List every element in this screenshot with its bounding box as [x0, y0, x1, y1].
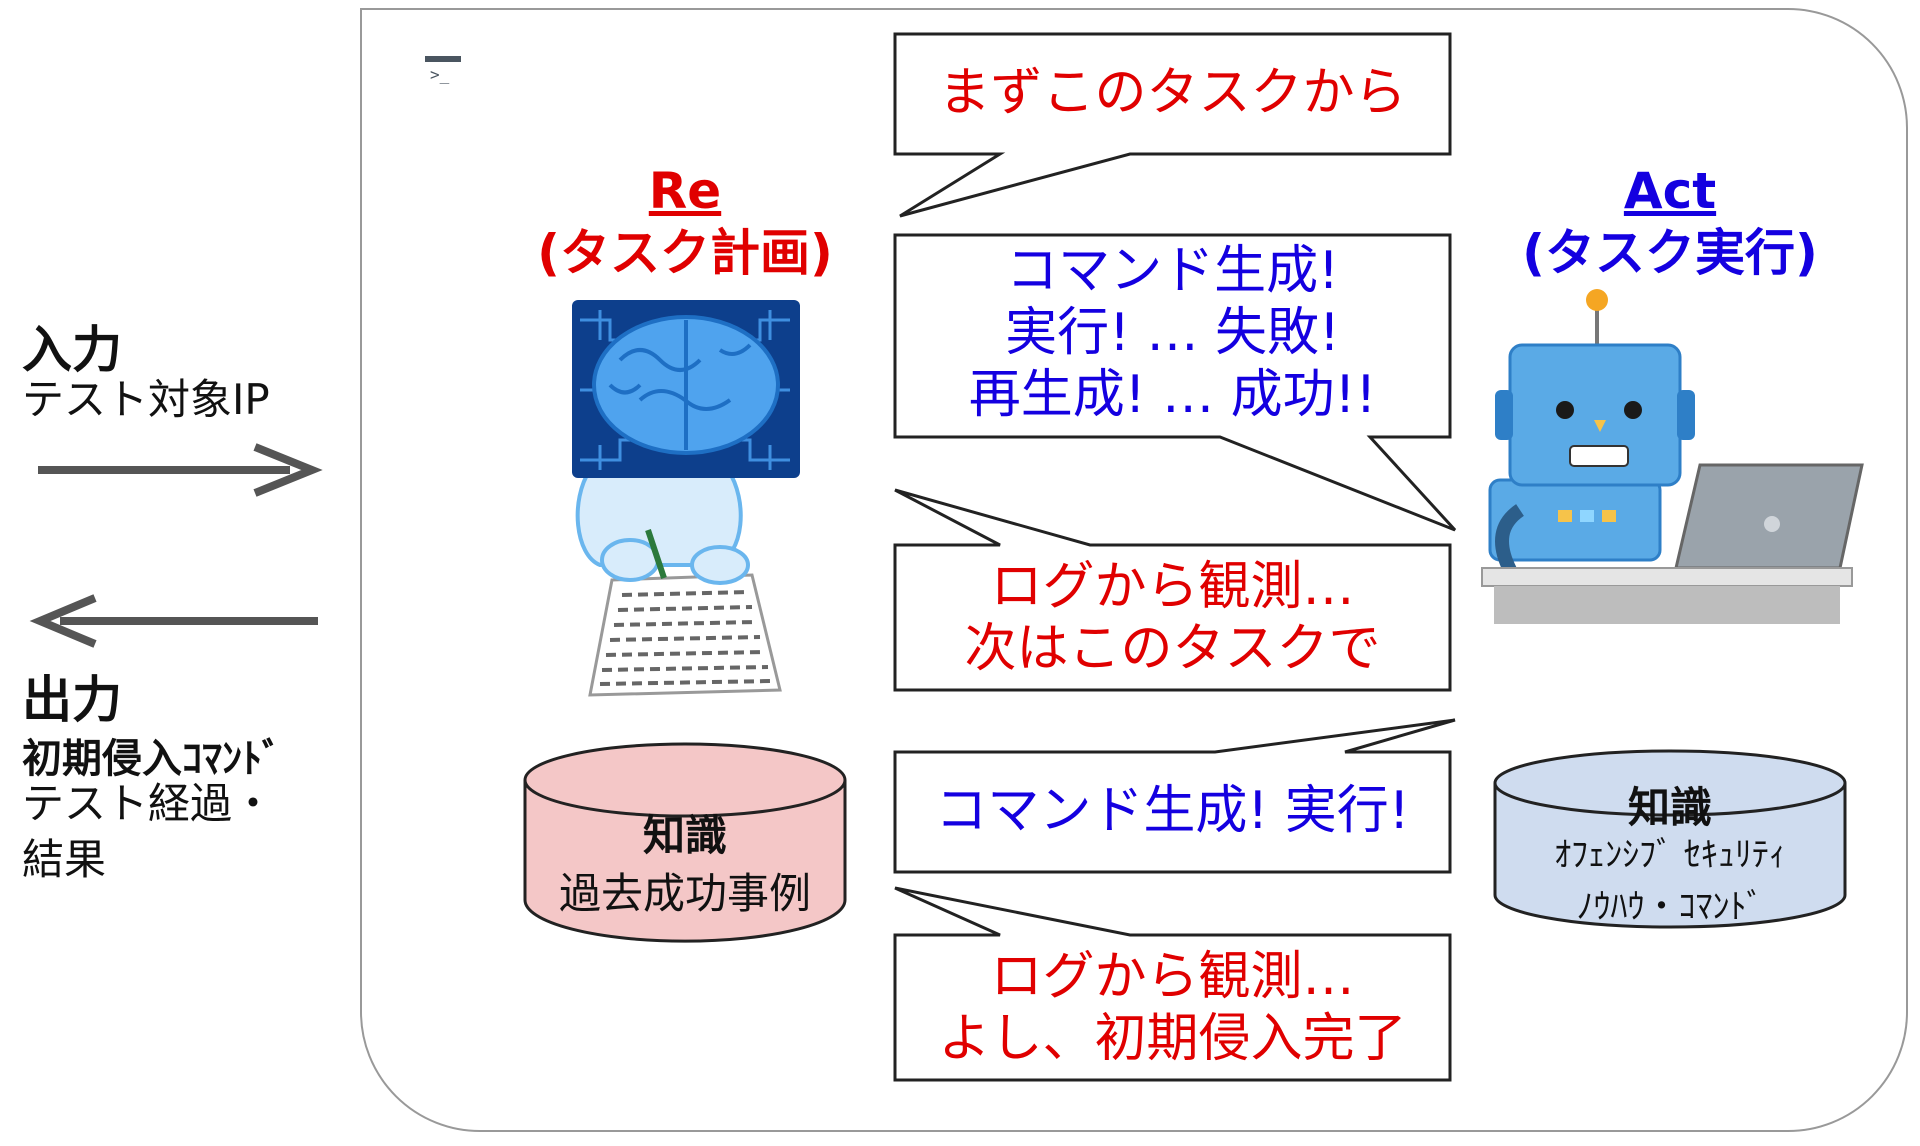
- bubble-5-line-2: よし、初期侵入完了: [938, 1009, 1407, 1069]
- bubble-5-line-1: ログから観測…: [990, 947, 1355, 1007]
- re-title: Re (タスク計画): [500, 160, 870, 284]
- output-arrow: [29, 594, 318, 648]
- brain-writing-icon: [572, 300, 800, 697]
- act-title: Act (タスク実行): [1480, 160, 1860, 284]
- input-arrow: [38, 443, 323, 497]
- re-role: (タスク計画): [537, 224, 833, 282]
- bubble-2-line-3: 再生成! … 成功!!: [968, 365, 1377, 425]
- knowledge-re-title: 知識: [642, 811, 727, 860]
- bubble-1-text: まずこのタスクから: [895, 62, 1450, 124]
- logo-text: RapidPen: [400, 98, 486, 117]
- robot-laptop-icon: [1481, 289, 1864, 624]
- knowledge-act-line-1: ｵﾌｪﾝｼﾌﾞ ｾｷｭﾘﾃｨ: [1554, 835, 1786, 875]
- act-role: (タスク実行): [1522, 224, 1818, 282]
- input-title: 入力: [22, 321, 122, 379]
- bubble-4: [893, 718, 1456, 874]
- knowledge-act-title: 知識: [1627, 783, 1712, 832]
- output-line-1: 初期侵入ｺﾏﾝﾄﾞ: [22, 736, 282, 782]
- bubble-2: [893, 233, 1457, 532]
- knowledge-act-cylinder: [1493, 749, 1847, 929]
- output-line-2: テスト経過・: [22, 779, 275, 828]
- bubble-5: [893, 886, 1452, 1082]
- bubble-4-text: コマンド生成! 実行!: [895, 780, 1450, 842]
- output-title: 出力: [22, 671, 122, 729]
- re-name: Re: [648, 162, 722, 220]
- input-desc: テスト対象IP: [22, 375, 270, 424]
- knowledge-re-body: 過去成功事例: [558, 869, 811, 918]
- bubble-2-text: コマンド生成! 実行! … 失敗! 再生成! … 成功!!: [895, 240, 1450, 426]
- rapidpen-frame: [360, 8, 1908, 1132]
- act-name: Act: [1623, 162, 1717, 220]
- bubble-3-line-2: 次はこのタスクで: [964, 619, 1381, 679]
- bubble-2-line-1: コマンド生成!: [1006, 241, 1339, 301]
- bubble-4-line-1: コマンド生成! 実行!: [935, 781, 1410, 841]
- output-line-3: 結果: [22, 835, 107, 884]
- bubble-3: [893, 488, 1452, 692]
- bubble-5-text: ログから観測… よし、初期侵入完了: [895, 946, 1450, 1070]
- knowledge-act-line-2: ﾉｳﾊｳ・ｺﾏﾝﾄﾞ: [1576, 887, 1764, 927]
- bubble-2-line-2: 実行! … 失敗!: [1005, 303, 1340, 363]
- bubble-3-line-1: ログから観測…: [990, 557, 1355, 617]
- bubble-1: [893, 32, 1452, 218]
- bubble-1-line-1: まずこのタスクから: [938, 63, 1407, 123]
- bubble-3-text: ログから観測… 次はこのタスクで: [895, 556, 1450, 680]
- knowledge-re-cylinder: [523, 742, 847, 943]
